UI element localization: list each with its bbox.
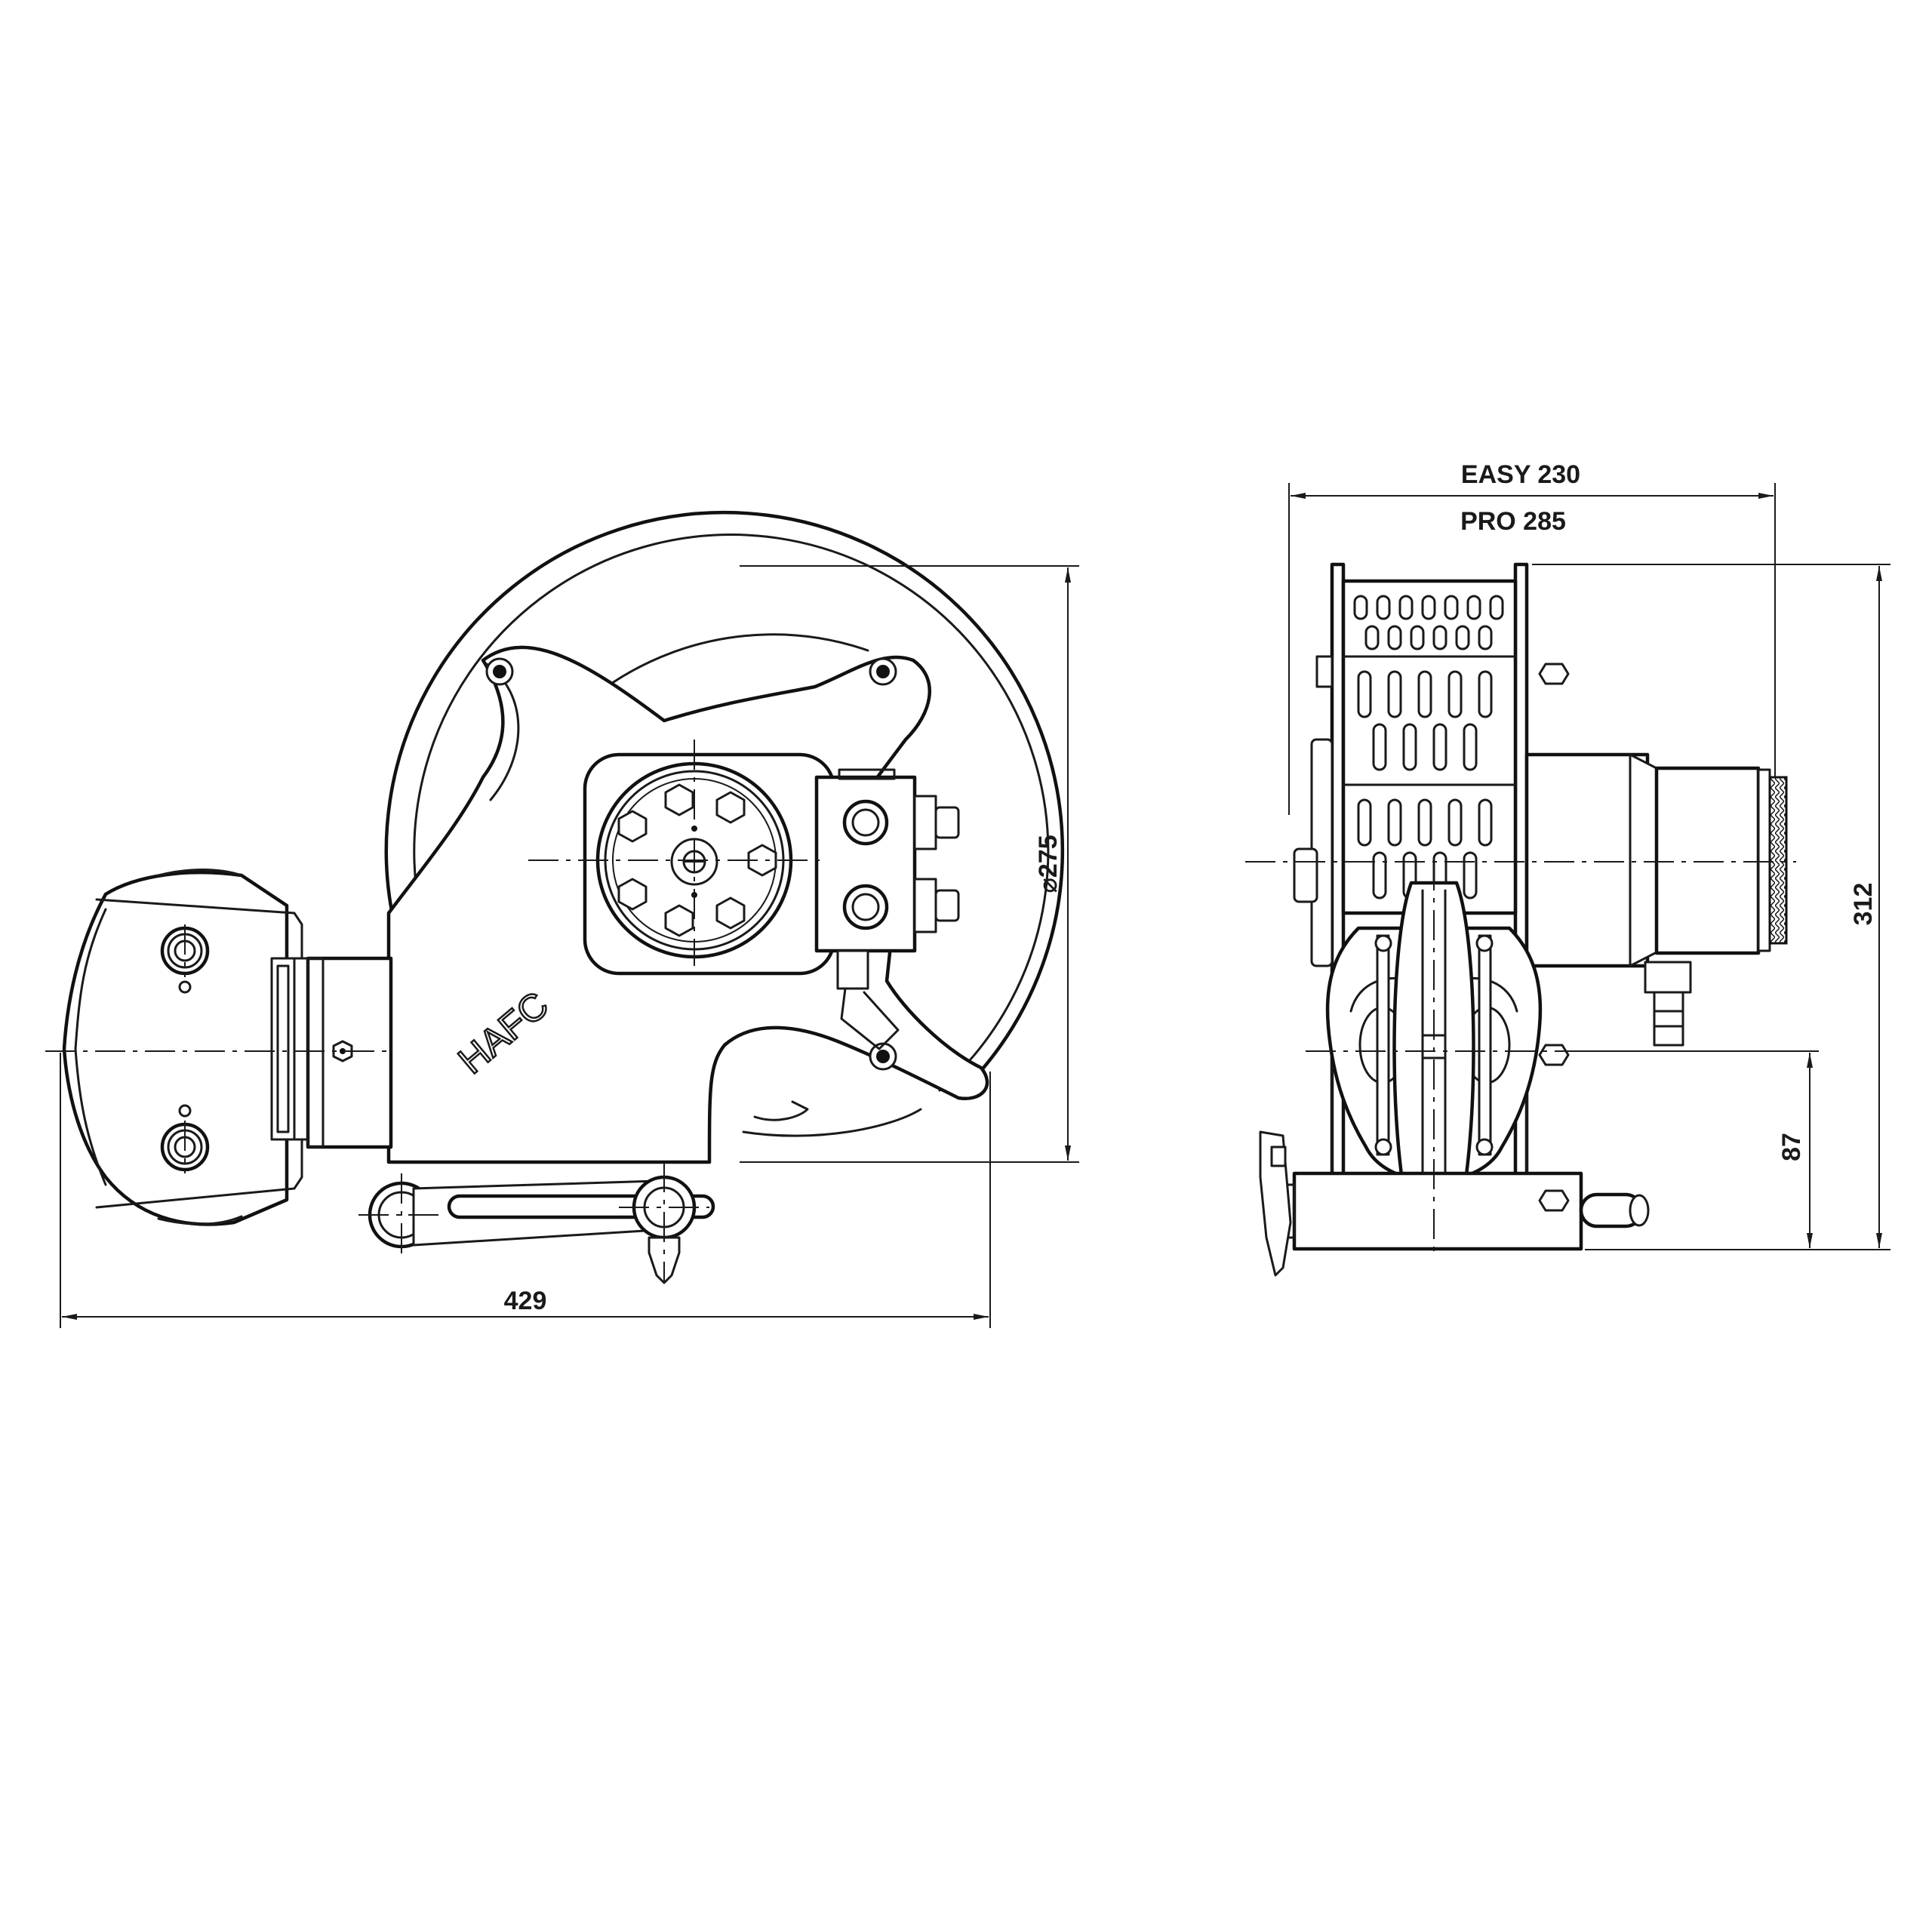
width-label-pro: PRO 285 xyxy=(1460,507,1566,536)
svg-text:⌀275: ⌀275 xyxy=(1034,835,1063,893)
drum-slots xyxy=(1353,595,1504,899)
hex-bolt-ring xyxy=(617,783,777,937)
diameter-value: 275 xyxy=(1034,835,1063,878)
gear-motor xyxy=(62,870,289,1226)
dimension-drum-diameter: ⌀275 xyxy=(740,565,1079,1163)
base-tube xyxy=(1292,1171,1583,1251)
motor-end-cap xyxy=(1768,776,1788,945)
fairlead-roller xyxy=(1325,881,1543,1228)
dimension-axle-height: 87 xyxy=(1570,1050,1819,1248)
dimension-overall-height: 312 xyxy=(1532,564,1890,1250)
cable-drum xyxy=(1341,579,1518,915)
front-view xyxy=(1245,562,1796,1277)
svg-text:429: 429 xyxy=(504,1287,547,1315)
side-view: HAFC xyxy=(45,510,1065,1284)
diameter-symbol: ⌀ xyxy=(1034,878,1063,893)
dimension-width: EASY 230 PRO 285 xyxy=(1288,460,1776,815)
crank-handle xyxy=(368,1175,715,1284)
width-label-easy: EASY 230 xyxy=(1461,460,1580,489)
svg-text:312: 312 xyxy=(1849,883,1878,926)
svg-text:87: 87 xyxy=(1777,1133,1806,1161)
dimension-overall-length: 429 xyxy=(60,1053,991,1328)
